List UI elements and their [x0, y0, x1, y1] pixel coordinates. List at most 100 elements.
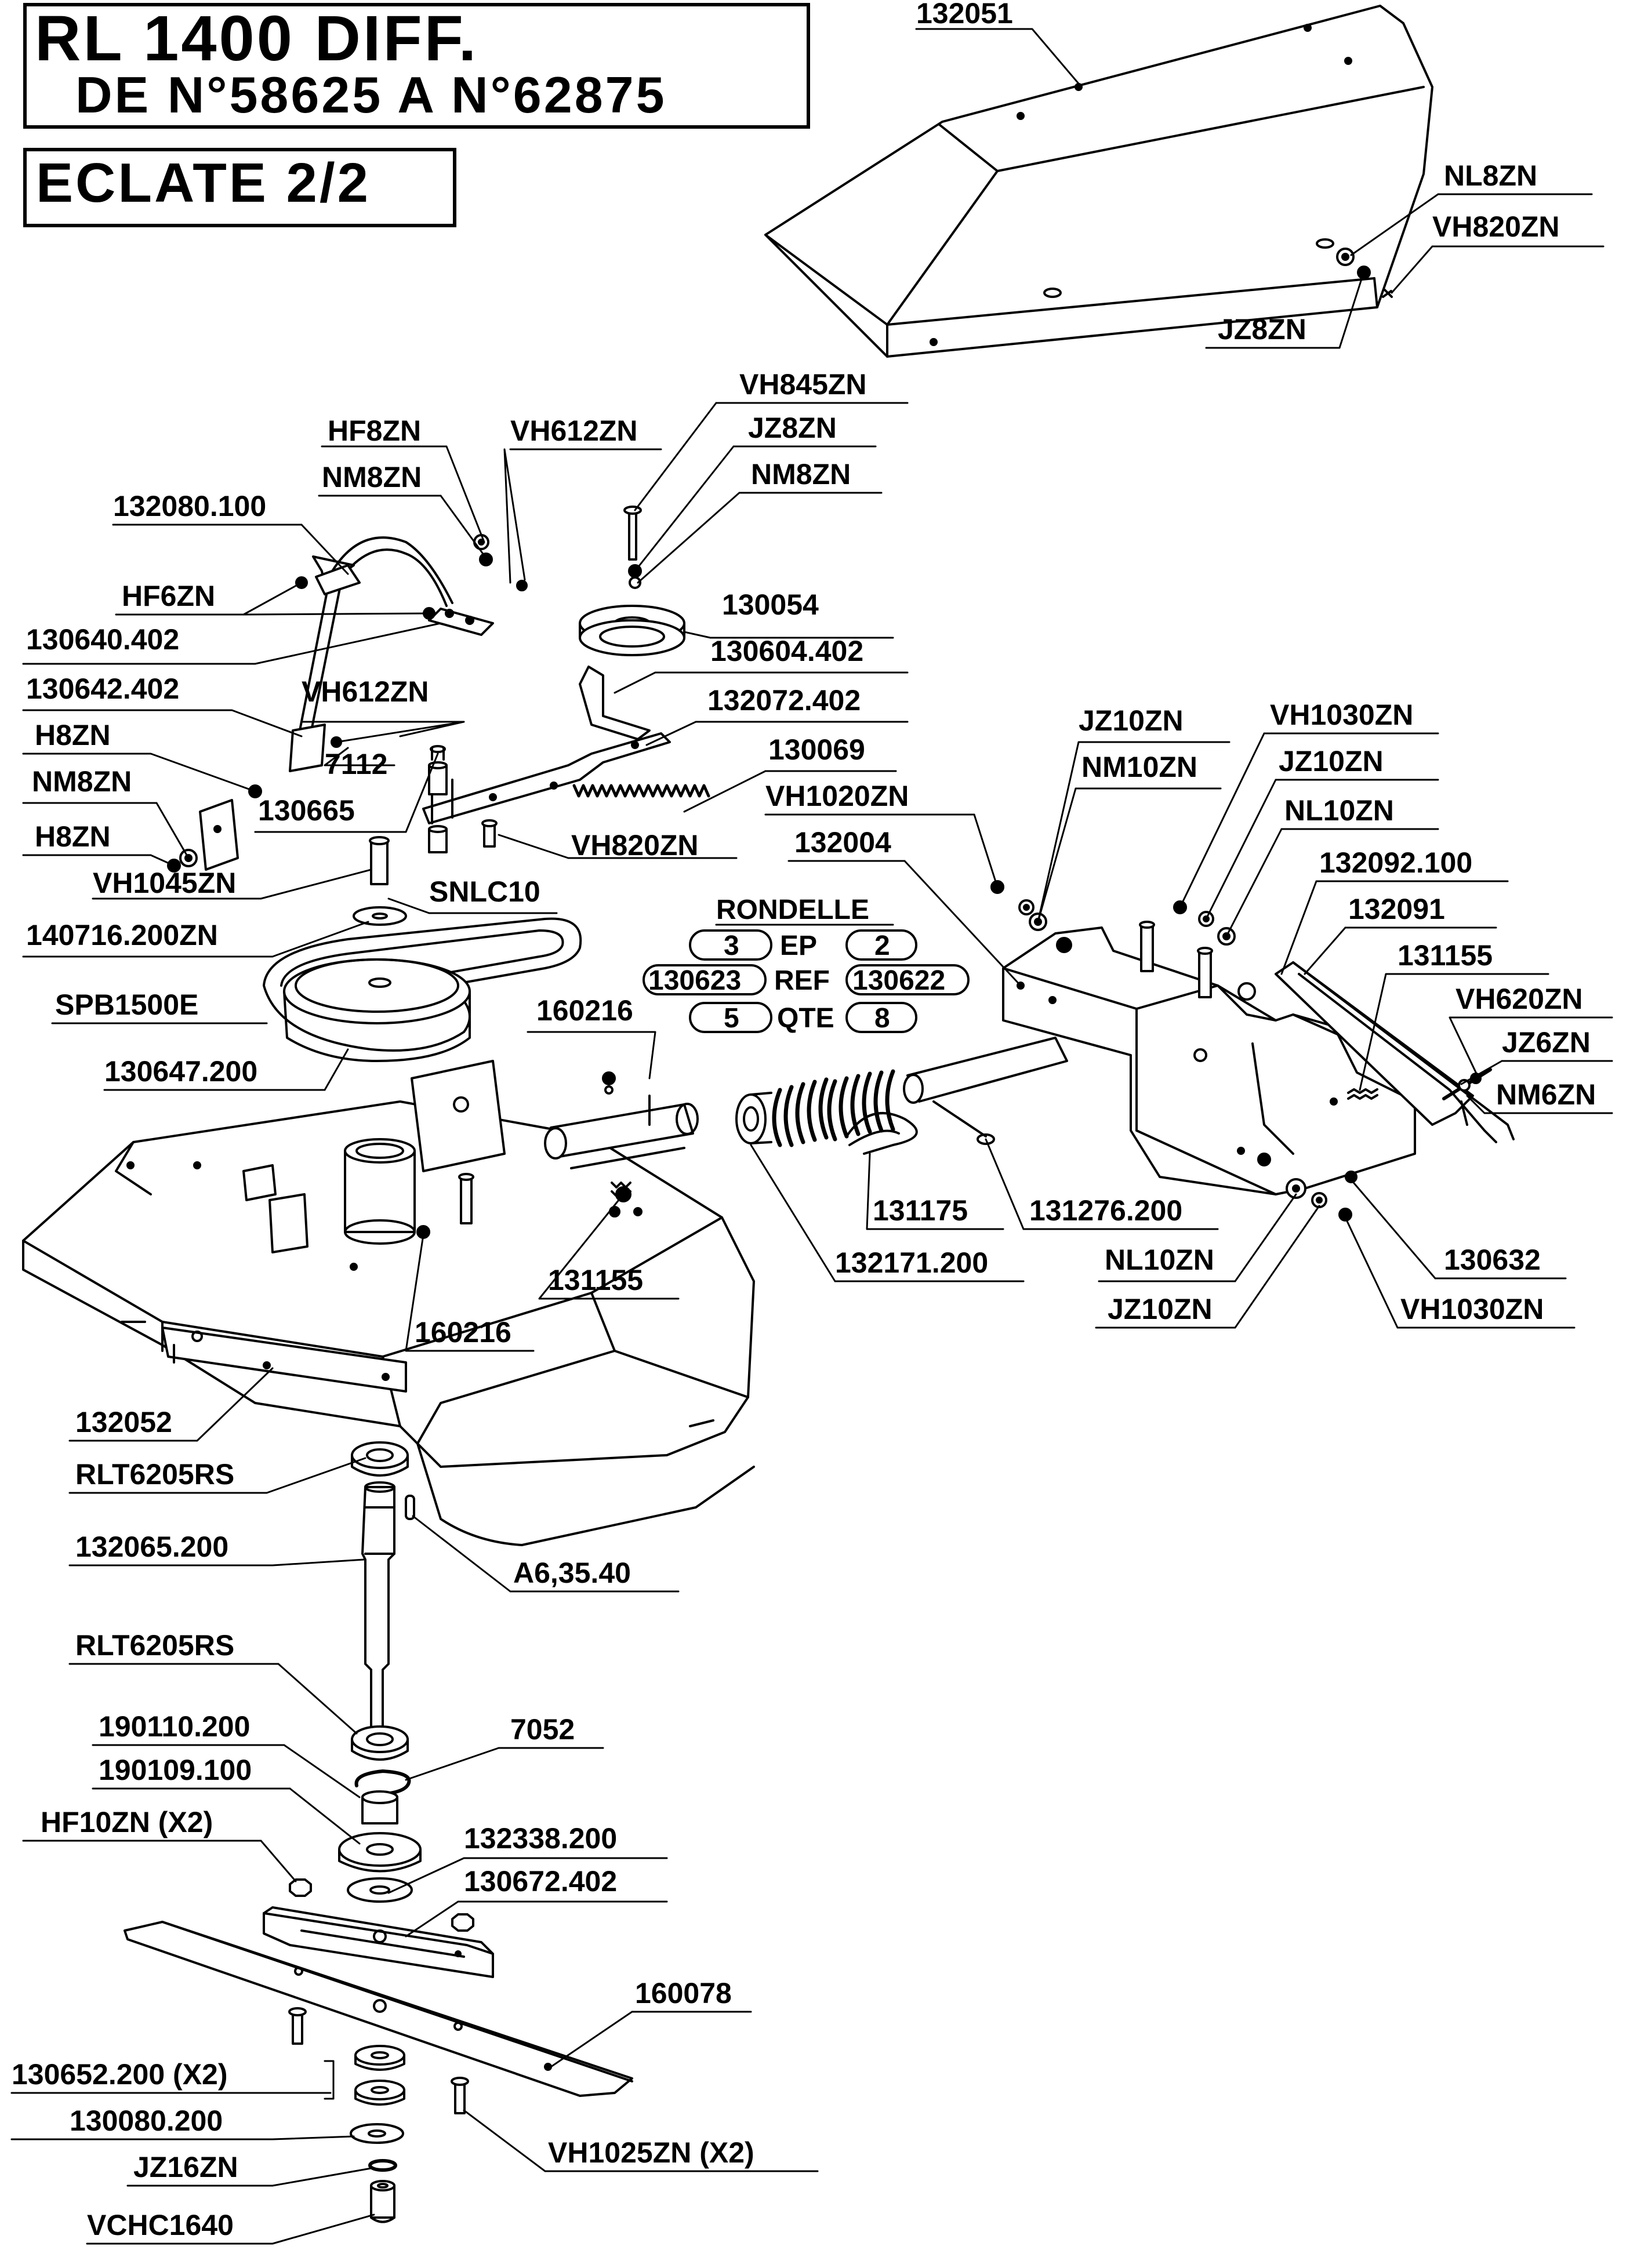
- part-label: 132051: [916, 0, 1013, 30]
- part-label: H8ZN: [35, 719, 111, 751]
- part-label: VH820ZN: [1432, 210, 1560, 243]
- part-label: 130069: [768, 733, 865, 766]
- part-label: HF6ZN: [122, 580, 215, 612]
- bracket-132080: [289, 536, 494, 772]
- part-label: 140716.200ZN: [26, 919, 218, 951]
- part-label: JZ6ZN: [1502, 1026, 1591, 1059]
- part-label: VH845ZN: [739, 368, 867, 401]
- spring-131155-right: [1347, 1088, 1378, 1100]
- part-label: 160216: [415, 1316, 511, 1349]
- deck-132052: [22, 1060, 755, 1546]
- part-label: 7112: [325, 748, 387, 780]
- part-label: VH612ZN: [510, 415, 638, 447]
- spring-130069: [572, 784, 710, 798]
- view-title: ECLATE 2/2: [36, 152, 371, 214]
- part-label: 160078: [635, 1977, 732, 2009]
- part-label: A6,35.40: [513, 1557, 631, 1589]
- part-label: JZ10ZN: [1108, 1293, 1213, 1325]
- model-title: RL 1400 DIFF.: [35, 3, 479, 74]
- part-label: 132092.100: [1319, 846, 1472, 879]
- part-label: SPB1500E: [55, 988, 198, 1021]
- part-labels: 132051 NL8ZN VH820ZN JZ8ZN VH845ZN JZ8ZN…: [12, 0, 1596, 2241]
- part-label: VH1030ZN: [1270, 699, 1413, 731]
- part-label: VH1045ZN: [93, 867, 236, 899]
- part-label: 130642.402: [26, 673, 179, 705]
- part-label: 130604.402: [710, 635, 863, 667]
- part-label: 190109.100: [99, 1754, 252, 1786]
- rondelle-ep-1: 3: [724, 931, 739, 961]
- part-label: JZ10ZN: [1279, 745, 1384, 777]
- part-label: 130080.200: [70, 2105, 223, 2137]
- part-label: 132072.402: [707, 684, 861, 717]
- spring-assembly: [735, 1037, 1068, 1155]
- part-label: 131155: [1398, 939, 1493, 972]
- part-label: NM8ZN: [322, 461, 422, 493]
- spring-131155-left: [611, 1182, 631, 1197]
- part-label: NM8ZN: [751, 458, 851, 490]
- part-label: HF10ZN (X2): [41, 1806, 213, 1838]
- rondelle-text: RONDELLE 3 EP 2 130623 REF 130622 5 QTE …: [648, 895, 945, 1034]
- part-label: JZ8ZN: [1218, 313, 1306, 346]
- part-label: 131155: [548, 1264, 643, 1296]
- spindle-assembly: [124, 1441, 633, 2223]
- arm-132072: [422, 732, 671, 824]
- rondelle-ref-2: 130622: [852, 965, 945, 996]
- pin-140716: [370, 839, 389, 885]
- part-label: 130054: [722, 588, 819, 621]
- part-label: SNLC10: [429, 875, 540, 908]
- part-label: RLT6205RS: [75, 1458, 234, 1491]
- hardware-top-right: [1336, 248, 1393, 298]
- part-label: 132338.200: [464, 1822, 617, 1855]
- part-label: JZ10ZN: [1079, 704, 1184, 737]
- belt-pulley: [263, 917, 582, 1062]
- serial-range: DE N°58625 A N°62875: [75, 66, 667, 123]
- pulley-130054: [579, 506, 685, 656]
- title-box: [23, 3, 810, 129]
- rondelle-heading: RONDELLE: [716, 895, 869, 925]
- part-label: 132004: [794, 826, 891, 859]
- part-label: 131175: [873, 1194, 968, 1227]
- part-label: 130632: [1444, 1244, 1541, 1276]
- rondelle-ref-label: REF: [774, 965, 830, 996]
- rondelle-ref-1: 130623: [648, 965, 741, 996]
- part-label: 130665: [258, 794, 355, 827]
- part-label: NM6ZN: [1496, 1078, 1596, 1111]
- rondelle-ep-label: EP: [780, 931, 817, 961]
- part-label: NM8ZN: [32, 765, 132, 798]
- rondelle-qte-label: QTE: [777, 1003, 834, 1034]
- plate-left: [199, 799, 239, 871]
- part-label: VH612ZN: [302, 675, 429, 708]
- rondelle-table: [643, 924, 970, 1033]
- rondelle-ep-2: 2: [874, 931, 890, 961]
- part-label: 131276.200: [1029, 1194, 1182, 1227]
- part-label: 132065.200: [75, 1531, 228, 1563]
- part-label: 130640.402: [26, 623, 179, 656]
- part-label: 132171.200: [835, 1246, 988, 1279]
- part-label: NL8ZN: [1444, 159, 1537, 192]
- part-label: VH820ZN: [571, 829, 699, 862]
- leader-lines: [10, 28, 1613, 2245]
- part-label: VH1020ZN: [765, 780, 909, 812]
- part-label: NL10ZN: [1284, 794, 1394, 827]
- part-label: 132080.100: [113, 490, 266, 522]
- part-label: 130652.200 (X2): [12, 2058, 228, 2091]
- part-label: RLT6205RS: [75, 1629, 234, 1662]
- part-label: VCHC1640: [87, 2209, 234, 2241]
- part-label: HF8ZN: [328, 415, 421, 447]
- bracket-130604: [579, 666, 651, 740]
- part-label: JZ16ZN: [133, 2151, 238, 2183]
- part-label: 130647.200: [104, 1055, 257, 1088]
- part-label: VH1025ZN (X2): [548, 2136, 754, 2169]
- part-label: VH1030ZN: [1400, 1293, 1544, 1325]
- part-label: VH620ZN: [1455, 983, 1583, 1015]
- part-label: H8ZN: [35, 820, 111, 853]
- rondelle-qte-1: 5: [724, 1003, 739, 1034]
- part-label: NM10ZN: [1081, 751, 1197, 783]
- part-label: 7052: [510, 1713, 575, 1746]
- hardware-left: [167, 534, 528, 873]
- part-label: 190110.200: [99, 1710, 250, 1743]
- cover-132051: [764, 5, 1433, 358]
- part-label: NL10ZN: [1105, 1244, 1214, 1276]
- frame-132004: [1002, 921, 1416, 1195]
